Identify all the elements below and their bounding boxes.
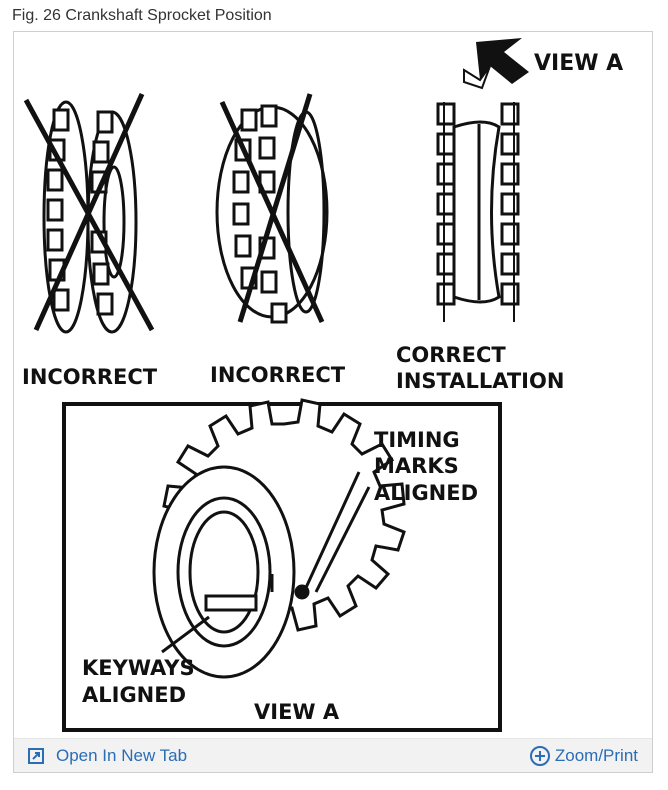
open-in-new-tab-icon (28, 748, 44, 764)
correct-label: CORRECT (396, 343, 506, 367)
timing-label-line-3: ALIGNED (374, 481, 478, 505)
zoom-print-label: Zoom/Print (554, 746, 638, 765)
incorrect-sprocket-1 (23, 92, 155, 334)
timing-label-line-1: TIMING (374, 428, 460, 452)
installation-label: INSTALLATION (396, 369, 564, 393)
view-a-arrow (463, 38, 529, 90)
incorrect-label-2: INCORRECT (210, 363, 346, 387)
zoom-plus-icon (529, 746, 550, 766)
keyway-label-line-1: KEYWAYS (82, 656, 195, 680)
figure-toolbar: Open In New Tab Zoom/Print (14, 738, 652, 772)
view-a-sprocket-detail (152, 398, 406, 679)
incorrect-sprocket-2 (215, 93, 329, 324)
sprocket-illustration: VIEW A INCORRECT INCORRECT CORRECT INSTA… (22, 38, 623, 732)
timing-label-line-2: MARKS (374, 454, 459, 478)
inset-view-label: VIEW A (254, 700, 340, 724)
correct-sprocket (436, 102, 520, 322)
view-a-arrow-label: VIEW A (534, 51, 623, 76)
open-in-new-tab-label: Open In New Tab (56, 746, 188, 765)
open-in-new-tab-link[interactable]: Open In New Tab (28, 745, 187, 767)
figure-frame: VIEW A INCORRECT INCORRECT CORRECT INSTA… (13, 31, 653, 773)
figure-caption: Fig. 26 Crankshaft Sprocket Position (12, 7, 272, 24)
incorrect-label-1: INCORRECT (22, 365, 158, 389)
zoom-print-link[interactable]: Zoom/Print (529, 744, 638, 768)
keyway-label-line-2: ALIGNED (82, 683, 186, 707)
